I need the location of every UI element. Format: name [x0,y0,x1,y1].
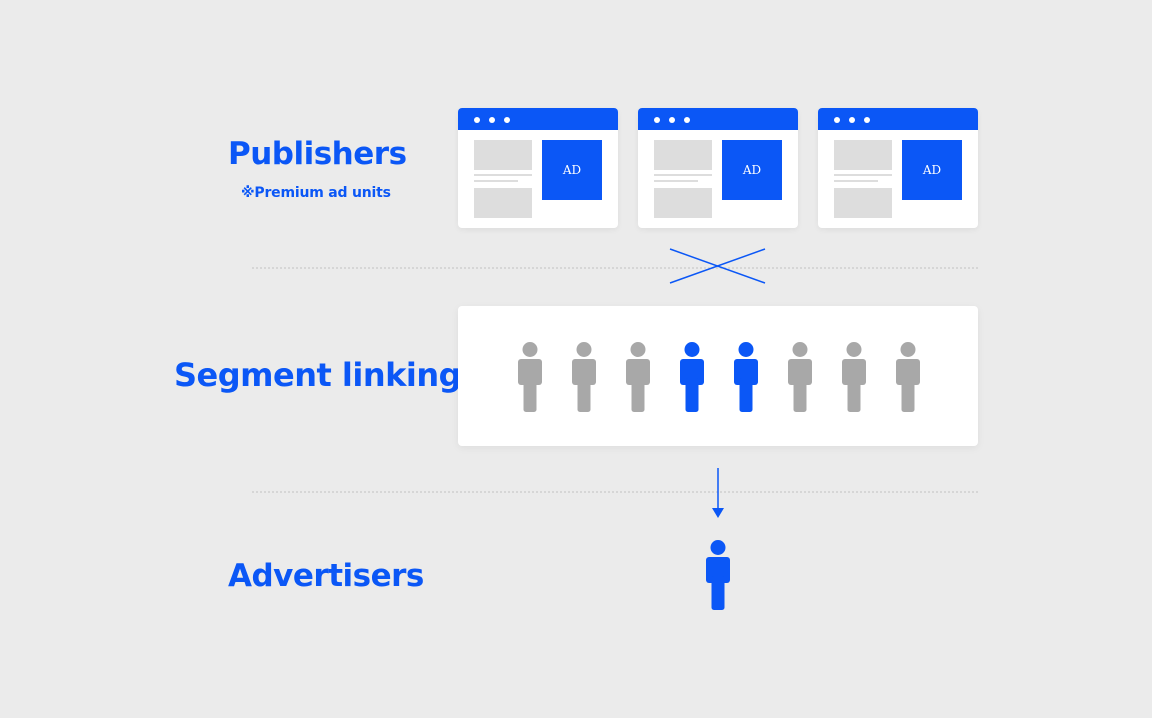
segment-people [518,342,920,412]
content-placeholder-line [474,174,532,176]
window-dot-icon [474,117,480,123]
advertiser-person-icon [706,540,730,610]
content-placeholder-block [834,140,892,170]
ad-unit: AD [902,140,962,200]
divider-publishers-segment [252,267,978,269]
person-icon-inactive [896,342,920,412]
browser-title-bar [818,108,978,130]
ad-unit: AD [542,140,602,200]
window-dot-icon [669,117,675,123]
premium-ad-units-note: ※Premium ad units [241,185,391,201]
content-placeholder-block [834,188,892,218]
content-placeholder-line [654,174,712,176]
ad-unit: AD [722,140,782,200]
person-icon-active [680,342,704,412]
divider-segment-advertisers [252,491,978,493]
segment-linking-label: Segment linking [174,356,462,394]
window-dot-icon [849,117,855,123]
window-dot-icon [864,117,870,123]
content-placeholder-line [834,174,892,176]
content-placeholder-block [474,188,532,218]
person-icon-inactive [518,342,542,412]
arrow-down-icon [712,508,724,518]
publishers-label: Publishers [228,136,407,172]
content-placeholder-block [474,140,532,170]
window-dot-icon [489,117,495,123]
person-icon-inactive [572,342,596,412]
window-dot-icon [504,117,510,123]
advertisers-label: Advertisers [228,558,424,594]
window-dot-icon [684,117,690,123]
person-icon-active [734,342,758,412]
content-placeholder-block [654,188,712,218]
publisher-browser-window: AD [458,108,618,228]
person-icon-inactive [842,342,866,412]
content-placeholder-line [834,180,878,182]
browser-title-bar [638,108,798,130]
window-dot-icon [654,117,660,123]
segment-panel [458,306,978,446]
publisher-browser-window: AD [818,108,978,228]
person-icon-inactive [626,342,650,412]
content-placeholder-line [654,180,698,182]
window-dot-icon [834,117,840,123]
cross-line [669,248,766,284]
publisher-browser-window: AD [638,108,798,228]
content-placeholder-line [474,180,518,182]
person-icon-inactive [788,342,812,412]
content-placeholder-block [654,140,712,170]
browser-title-bar [458,108,618,130]
